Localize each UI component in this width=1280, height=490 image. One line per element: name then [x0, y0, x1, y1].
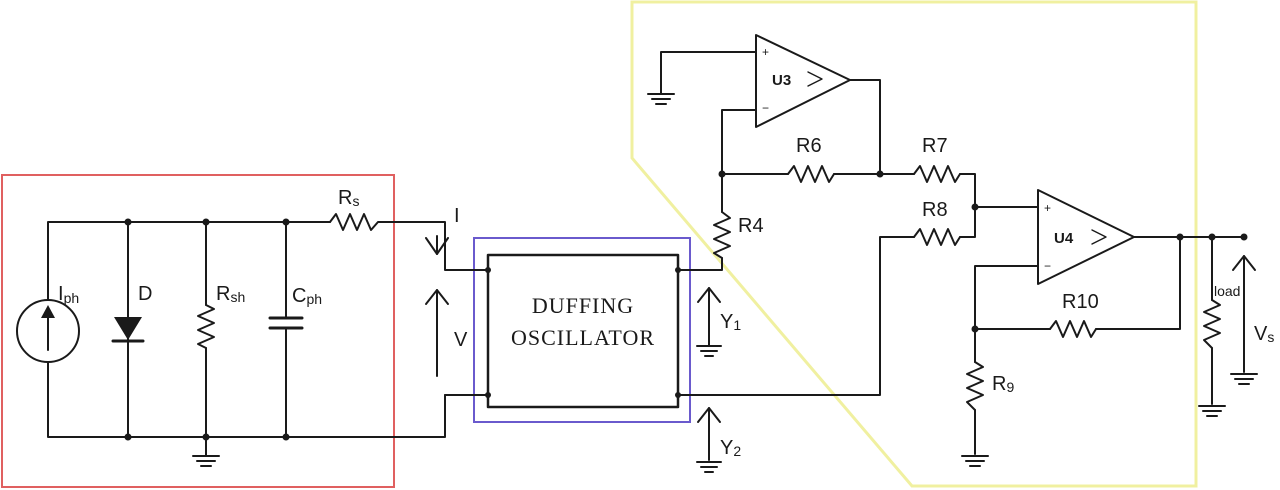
label-i: I — [454, 205, 460, 227]
label-r6: R6 — [796, 135, 822, 157]
source-junctions — [124, 218, 290, 441]
label-rs: Rs — [338, 187, 359, 209]
y2-arrow — [697, 407, 721, 461]
resistor-rs — [329, 213, 381, 231]
label-load: load — [1214, 283, 1240, 299]
label-r9: R9 — [992, 373, 1014, 395]
label-cph: Cph — [292, 285, 322, 307]
label-y1: Y1 — [720, 311, 741, 333]
opamp-u3 — [755, 34, 851, 128]
resistor-r9 — [966, 361, 984, 411]
ground-symbol-r9 — [961, 455, 989, 467]
amplifier-junctions — [718, 170, 1248, 333]
current-arrow-i — [425, 235, 449, 255]
vs-arrow — [1230, 255, 1258, 385]
label-d: D — [138, 283, 152, 305]
label-iph: Iph — [58, 283, 79, 306]
u4-label: U4 — [1054, 230, 1074, 247]
y1-arrow — [697, 287, 721, 341]
source-region-outline — [1, 174, 395, 488]
label-r10: R10 — [1062, 291, 1099, 313]
label-y2: Y2 — [720, 437, 741, 459]
resistor-r6 — [787, 165, 835, 183]
resistor-r8 — [913, 228, 961, 246]
source-wiring — [47, 221, 489, 438]
u4-gain-mark — [1091, 229, 1107, 245]
oscillator-region-outline — [473, 237, 691, 423]
label-r8: R8 — [922, 199, 948, 221]
u3-minus-label: − — [762, 101, 769, 115]
resistor-r10 — [1049, 320, 1097, 338]
oscillator-label-line2: OSCILLATOR — [511, 325, 655, 350]
ground-symbol-y1 — [696, 339, 722, 357]
label-rsh: Rsh — [216, 283, 245, 305]
label-v: V — [454, 329, 468, 351]
ground-symbol-source — [192, 436, 220, 467]
duffing-oscillator-block — [486, 253, 680, 409]
amplifier-wiring — [660, 51, 1245, 455]
resistor-r7 — [913, 165, 961, 183]
label-r7: R7 — [922, 135, 948, 157]
ground-symbol-load — [1198, 405, 1226, 417]
ground-symbol-y2 — [696, 461, 722, 473]
resistor-r4 — [713, 211, 731, 259]
voltage-arrow-v — [425, 289, 449, 377]
resistor-load — [1203, 299, 1221, 349]
u3-label: U3 — [772, 72, 791, 89]
current-source-iph — [16, 299, 80, 363]
u3-plus-label: + — [762, 45, 769, 59]
label-r4: R4 — [738, 215, 764, 237]
u3-gain-mark — [807, 71, 823, 87]
amplifier-region-outline — [630, 0, 1198, 488]
opamp-u4 — [1037, 189, 1135, 285]
diode-d — [111, 317, 145, 343]
resistor-rsh — [197, 304, 215, 349]
label-vs: Vs — [1254, 323, 1274, 345]
ground-symbol-u3 — [647, 93, 675, 105]
capacitor-cph — [268, 316, 304, 330]
u4-plus-label: + — [1044, 201, 1051, 215]
u4-minus-label: − — [1044, 259, 1051, 273]
oscillator-label-line1: DUFFING — [532, 293, 634, 318]
